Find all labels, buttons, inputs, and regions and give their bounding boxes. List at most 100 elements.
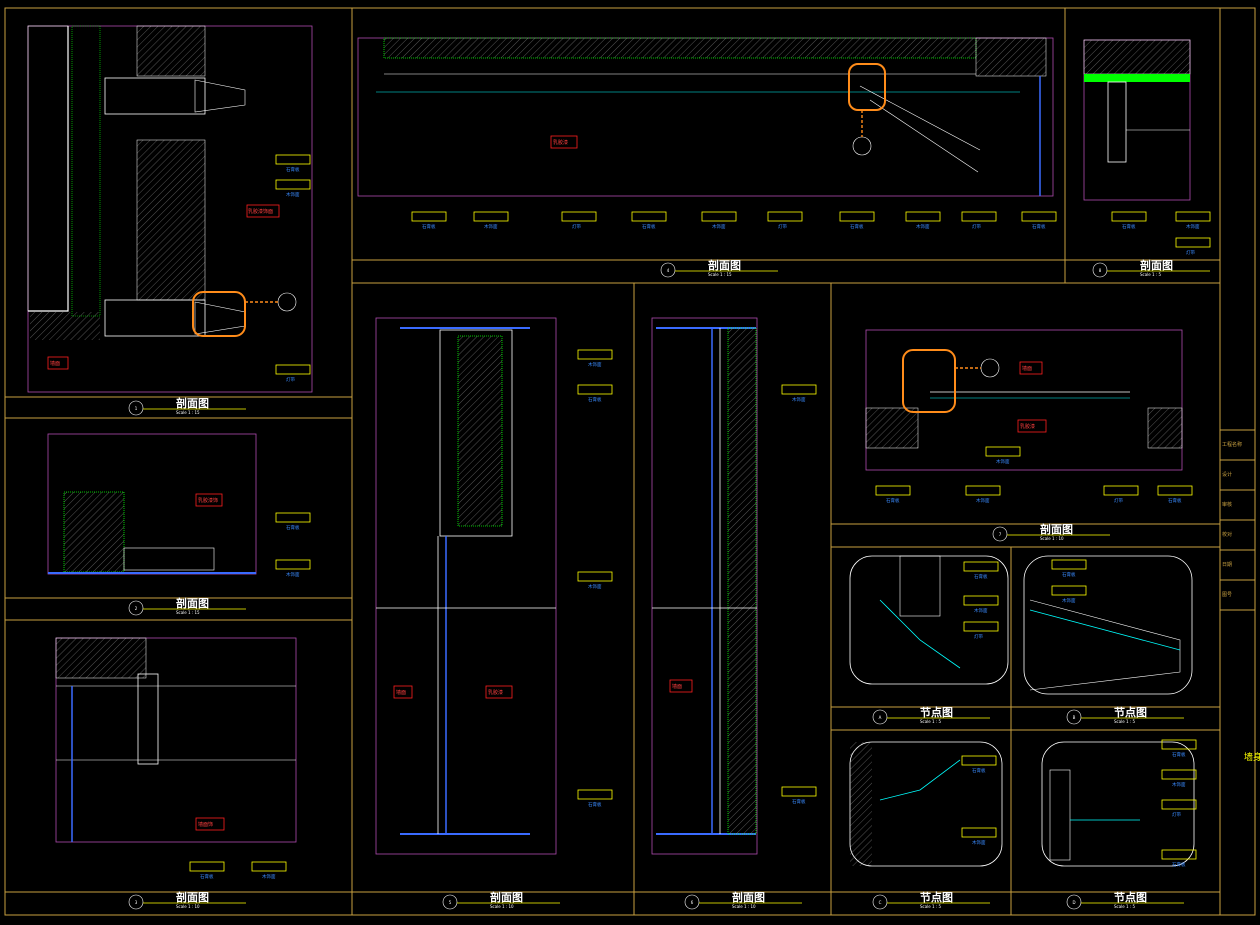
- leader-label-18: 木饰面: [1175, 211, 1211, 230]
- leader-box: [961, 211, 997, 222]
- leader-label-9: 灯带: [561, 211, 597, 230]
- leader-box: [1051, 559, 1087, 570]
- leader-label-28: 灯带: [1103, 485, 1139, 504]
- leader-box: [189, 861, 225, 872]
- title-text: 剖面图: [176, 596, 209, 610]
- title-text: 节点图: [920, 890, 953, 904]
- leader-box: [985, 446, 1021, 457]
- leader-text: 木饰面: [588, 583, 602, 590]
- leader-label-5: 石膏板: [189, 861, 225, 880]
- leader-label-12: 灯带: [767, 211, 803, 230]
- leader-box: [1111, 211, 1147, 222]
- leader-text: 石膏板: [792, 798, 806, 805]
- title-text: 剖面图: [176, 396, 209, 410]
- title-scale: Scale 1 : 5: [920, 719, 941, 724]
- leader-text: 灯带: [778, 223, 787, 230]
- title-bubble: [1092, 262, 1108, 278]
- title-bubble: [992, 526, 1008, 542]
- title-bubble: [1066, 894, 1082, 910]
- leader-text: 木饰面: [976, 497, 990, 504]
- sidebar-item-2: 审核: [1222, 501, 1232, 508]
- leader-text: 石膏板: [972, 767, 986, 774]
- panel-2-tag: 乳胶漆饰: [198, 497, 218, 504]
- leader-text: 木饰面: [588, 361, 602, 368]
- title-bubble: [1066, 709, 1082, 725]
- leader-text: 灯带: [974, 633, 983, 640]
- title-bubble: [442, 894, 458, 910]
- title-text: 剖面图: [490, 890, 523, 904]
- leader-text: 石膏板: [286, 524, 300, 531]
- title-bubble: [684, 894, 700, 910]
- leader-text: 石膏板: [1032, 223, 1046, 230]
- title-number: 2: [135, 606, 138, 611]
- leader-label-32: 木饰面: [963, 595, 999, 614]
- title-number: 6: [691, 900, 694, 905]
- title-scale: Scale 1 : 15: [176, 610, 200, 615]
- panel-1-tag2: 墙面: [50, 360, 60, 367]
- leader-box: [1103, 485, 1139, 496]
- leader-text: 灯带: [286, 376, 295, 383]
- leader-label-31: 石膏板: [963, 561, 999, 580]
- leader-label-25: 石膏板: [781, 786, 817, 805]
- leader-label-21: 石膏板: [577, 384, 613, 403]
- leader-label-29: 石膏板: [1157, 485, 1193, 504]
- panel-6-section: 墙面: [651, 317, 758, 855]
- leader-text: 石膏板: [588, 396, 602, 403]
- panel-1-tag: 乳胶漆饰面: [248, 208, 273, 215]
- leader-text: 木饰面: [792, 396, 806, 403]
- leader-box: [1175, 237, 1211, 248]
- panel-4-section: 乳胶漆: [357, 37, 1054, 197]
- panel-2-section: 乳胶漆饰: [47, 433, 257, 575]
- panel-7-tag2: 乳胶漆: [1020, 423, 1035, 430]
- leader-text: 木饰面: [286, 571, 300, 578]
- leader-box: [1157, 485, 1193, 496]
- leader-text: 石膏板: [286, 166, 300, 173]
- panel-5-tag2: 乳胶漆: [488, 689, 503, 696]
- leader-box: [1161, 769, 1197, 780]
- title-text: 剖面图: [1140, 258, 1173, 272]
- title-number: 5: [449, 900, 452, 905]
- leader-label-14: 木饰面: [905, 211, 941, 230]
- leader-label-11: 木饰面: [701, 211, 737, 230]
- leader-text: 木饰面: [712, 223, 726, 230]
- leader-text: 石膏板: [1122, 223, 1136, 230]
- title-bubble: [872, 894, 888, 910]
- leader-box: [963, 621, 999, 632]
- title-text: 剖面图: [1040, 522, 1073, 536]
- leader-text: 木饰面: [484, 223, 498, 230]
- leader-text: 木饰面: [1172, 781, 1186, 788]
- leader-text: 木饰面: [286, 191, 300, 198]
- title-number: 8: [1099, 268, 1102, 273]
- leader-text: 石膏板: [200, 873, 214, 880]
- leader-label-8: 木饰面: [473, 211, 509, 230]
- leader-text: 石膏板: [1172, 861, 1186, 868]
- leader-label-27: 木饰面: [965, 485, 1001, 504]
- leader-box: [905, 211, 941, 222]
- title-scale: Scale 1 : 5: [1140, 272, 1161, 277]
- leader-text: 石膏板: [850, 223, 864, 230]
- leader-label-4: 木饰面: [275, 559, 311, 578]
- leader-text: 灯带: [572, 223, 581, 230]
- leader-box: [781, 384, 817, 395]
- leader-label-35: 木饰面: [1051, 585, 1087, 604]
- leader-text: 木饰面: [262, 873, 276, 880]
- detail-a: [849, 555, 1009, 685]
- title-number: D: [1072, 900, 1075, 905]
- leader-box: [965, 485, 1001, 496]
- leader-label-15: 灯带: [961, 211, 997, 230]
- leader-label-39: 木饰面: [1161, 769, 1197, 788]
- detail-c: [849, 741, 1003, 867]
- panel-1-section: 墙面 乳胶漆饰面: [27, 25, 313, 393]
- title-number: 3: [135, 900, 138, 905]
- title-scale: Scale 1 : 15: [708, 272, 732, 277]
- leader-text: 木饰面: [1062, 597, 1076, 604]
- leader-label-20: 木饰面: [577, 349, 613, 368]
- leader-label-10: 石膏板: [631, 211, 667, 230]
